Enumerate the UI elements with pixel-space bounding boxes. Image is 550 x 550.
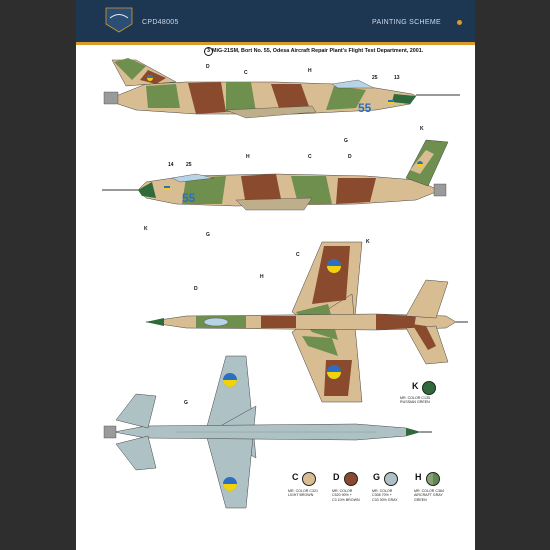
side-number-right: 55 (182, 191, 196, 205)
color-swatch-c (302, 472, 316, 486)
color-letter-k: K (412, 381, 419, 391)
clear-prop-logo (105, 7, 133, 33)
painting-scheme-sheet: CPD48005 PAINTING SCHEME 3 MiG-21SM, Bor… (76, 0, 475, 550)
profile-title: MiG-21SM, Bort No. 55, Odesa Aircraft Re… (212, 48, 424, 54)
top-view (145, 241, 468, 403)
right-side-view: 55 (102, 139, 449, 211)
callout-k-3: K (366, 239, 370, 245)
callout-labels: D C H 25 13 G K 14 25 H C D K G K C H D … (144, 64, 424, 406)
color-desc-k-line1: MR. COLOR C135 (400, 396, 430, 400)
callout-h-2: H (246, 154, 250, 160)
color-swatch-k (422, 381, 436, 395)
color-desc-c-line2: LIGHT BROWN (288, 493, 314, 498)
color-desc-c-line1: MR. COLOR C321 (288, 489, 318, 493)
color-desc-g-line2: C308 70% + (372, 493, 392, 498)
color-desc-h-line2: AIRCRAFT GRAY (414, 493, 443, 498)
color-letter-d: D (333, 472, 340, 482)
callout-25-1: 25 (372, 75, 378, 81)
color-swatch-d (344, 472, 358, 486)
color-desc-d-line3: C3 10% BROWN (332, 497, 360, 502)
section-title: PAINTING SCHEME (372, 19, 441, 26)
callout-h-1: H (308, 68, 312, 74)
left-side-view: 55 (103, 58, 460, 119)
color-swatch-g (384, 472, 398, 486)
color-swatch-h (426, 472, 440, 486)
color-desc-d-line2: C520 90% + (332, 493, 352, 498)
color-desc-k-line2: RUSSIAN GREEN (400, 400, 430, 405)
color-desc-h-line1: MR. COLOR C364 (414, 489, 444, 493)
callout-25-2: 25 (186, 162, 192, 168)
color-letter-h: H (415, 472, 422, 482)
color-desc-k: MR. COLOR C135 RUSSIAN GREEN (400, 396, 434, 405)
callout-h-3: H (260, 274, 264, 280)
callout-g-2: G (206, 232, 210, 238)
profile-number: 3 (204, 47, 213, 56)
header-bar: CPD48005 PAINTING SCHEME (76, 0, 475, 45)
catalog-number: CPD48005 (142, 19, 179, 26)
bottom-view (103, 355, 432, 509)
color-desc-g-line1: MR. COLOR (372, 489, 393, 493)
callout-13: 13 (394, 75, 400, 81)
color-desc-c: MR. COLOR C321 LIGHT BROWN (288, 489, 322, 498)
color-desc-g: MR. COLOR C308 70% + C33 30% GRAY (372, 489, 406, 502)
color-letter-c: C (292, 472, 299, 482)
callout-k-1: K (420, 126, 424, 132)
callout-d-1: D (206, 64, 210, 70)
callout-c-3: C (296, 252, 300, 258)
callout-k-2: K (144, 226, 148, 232)
aircraft-illustrations: 55 55 (102, 58, 468, 509)
color-desc-h: MR. COLOR C364 AIRCRAFT GRAY GREEN (414, 489, 448, 502)
callout-d-3: D (194, 286, 198, 292)
callout-g-1: G (344, 138, 348, 144)
color-desc-d-line1: MR. COLOR (332, 489, 353, 493)
callout-c-1: C (244, 70, 248, 76)
color-desc-h-line3: GREEN (414, 497, 427, 502)
side-number-left: 55 (358, 101, 372, 115)
header-accent-dot (457, 20, 462, 25)
color-desc-g-line3: C33 30% GRAY (372, 497, 398, 502)
callout-d-2: D (348, 154, 352, 160)
color-letter-g: G (373, 472, 381, 482)
callout-14: 14 (168, 162, 174, 168)
callout-g-3: G (184, 400, 188, 406)
color-desc-d: MR. COLOR C520 90% + C3 10% BROWN (332, 489, 366, 502)
callout-c-2: C (308, 154, 312, 160)
